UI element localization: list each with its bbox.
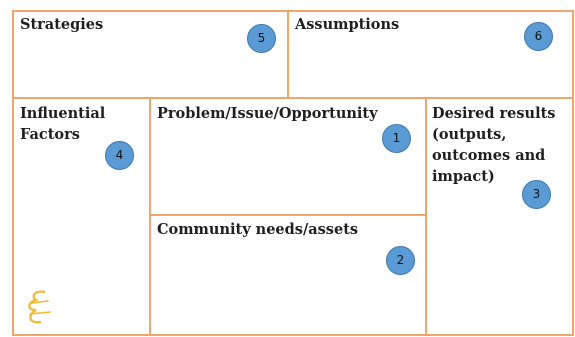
influential-factors-label: Influential Factors [20,103,105,145]
community-label: Community needs/assets [157,221,359,238]
problem-label: Problem/Issue/Opportunity [157,105,378,122]
desired-results-label: Desired results (outputs, outcomes and i… [432,103,555,187]
desired-results-line3: outcomes and [432,147,546,164]
divider-problem-results [425,97,427,336]
divider-strategies-assumptions [287,10,289,99]
strategies-label: Strategies [20,16,104,33]
desired-results-line2: (outputs, [432,126,507,143]
assumptions-number-badge: 6 [524,22,553,51]
community-number-badge: 2 [386,246,415,275]
influential-factors-number-badge: 4 [105,141,134,170]
influential-factors-line1: Influential [20,105,106,122]
influential-factors-line2: Factors [20,126,80,143]
problem-number-badge: 1 [382,124,411,153]
desired-results-line1: Desired results [432,105,556,122]
divider-factors-problem [149,97,151,336]
divider-top-row [12,97,574,99]
divider-problem-community [150,214,426,216]
logic-model-frame [12,10,574,336]
stylized-e-logo-icon [28,290,51,324]
desired-results-number-badge: 3 [522,180,551,209]
assumptions-label: Assumptions [295,16,400,33]
desired-results-line4: impact) [432,168,495,185]
strategies-number-badge: 5 [247,24,276,53]
